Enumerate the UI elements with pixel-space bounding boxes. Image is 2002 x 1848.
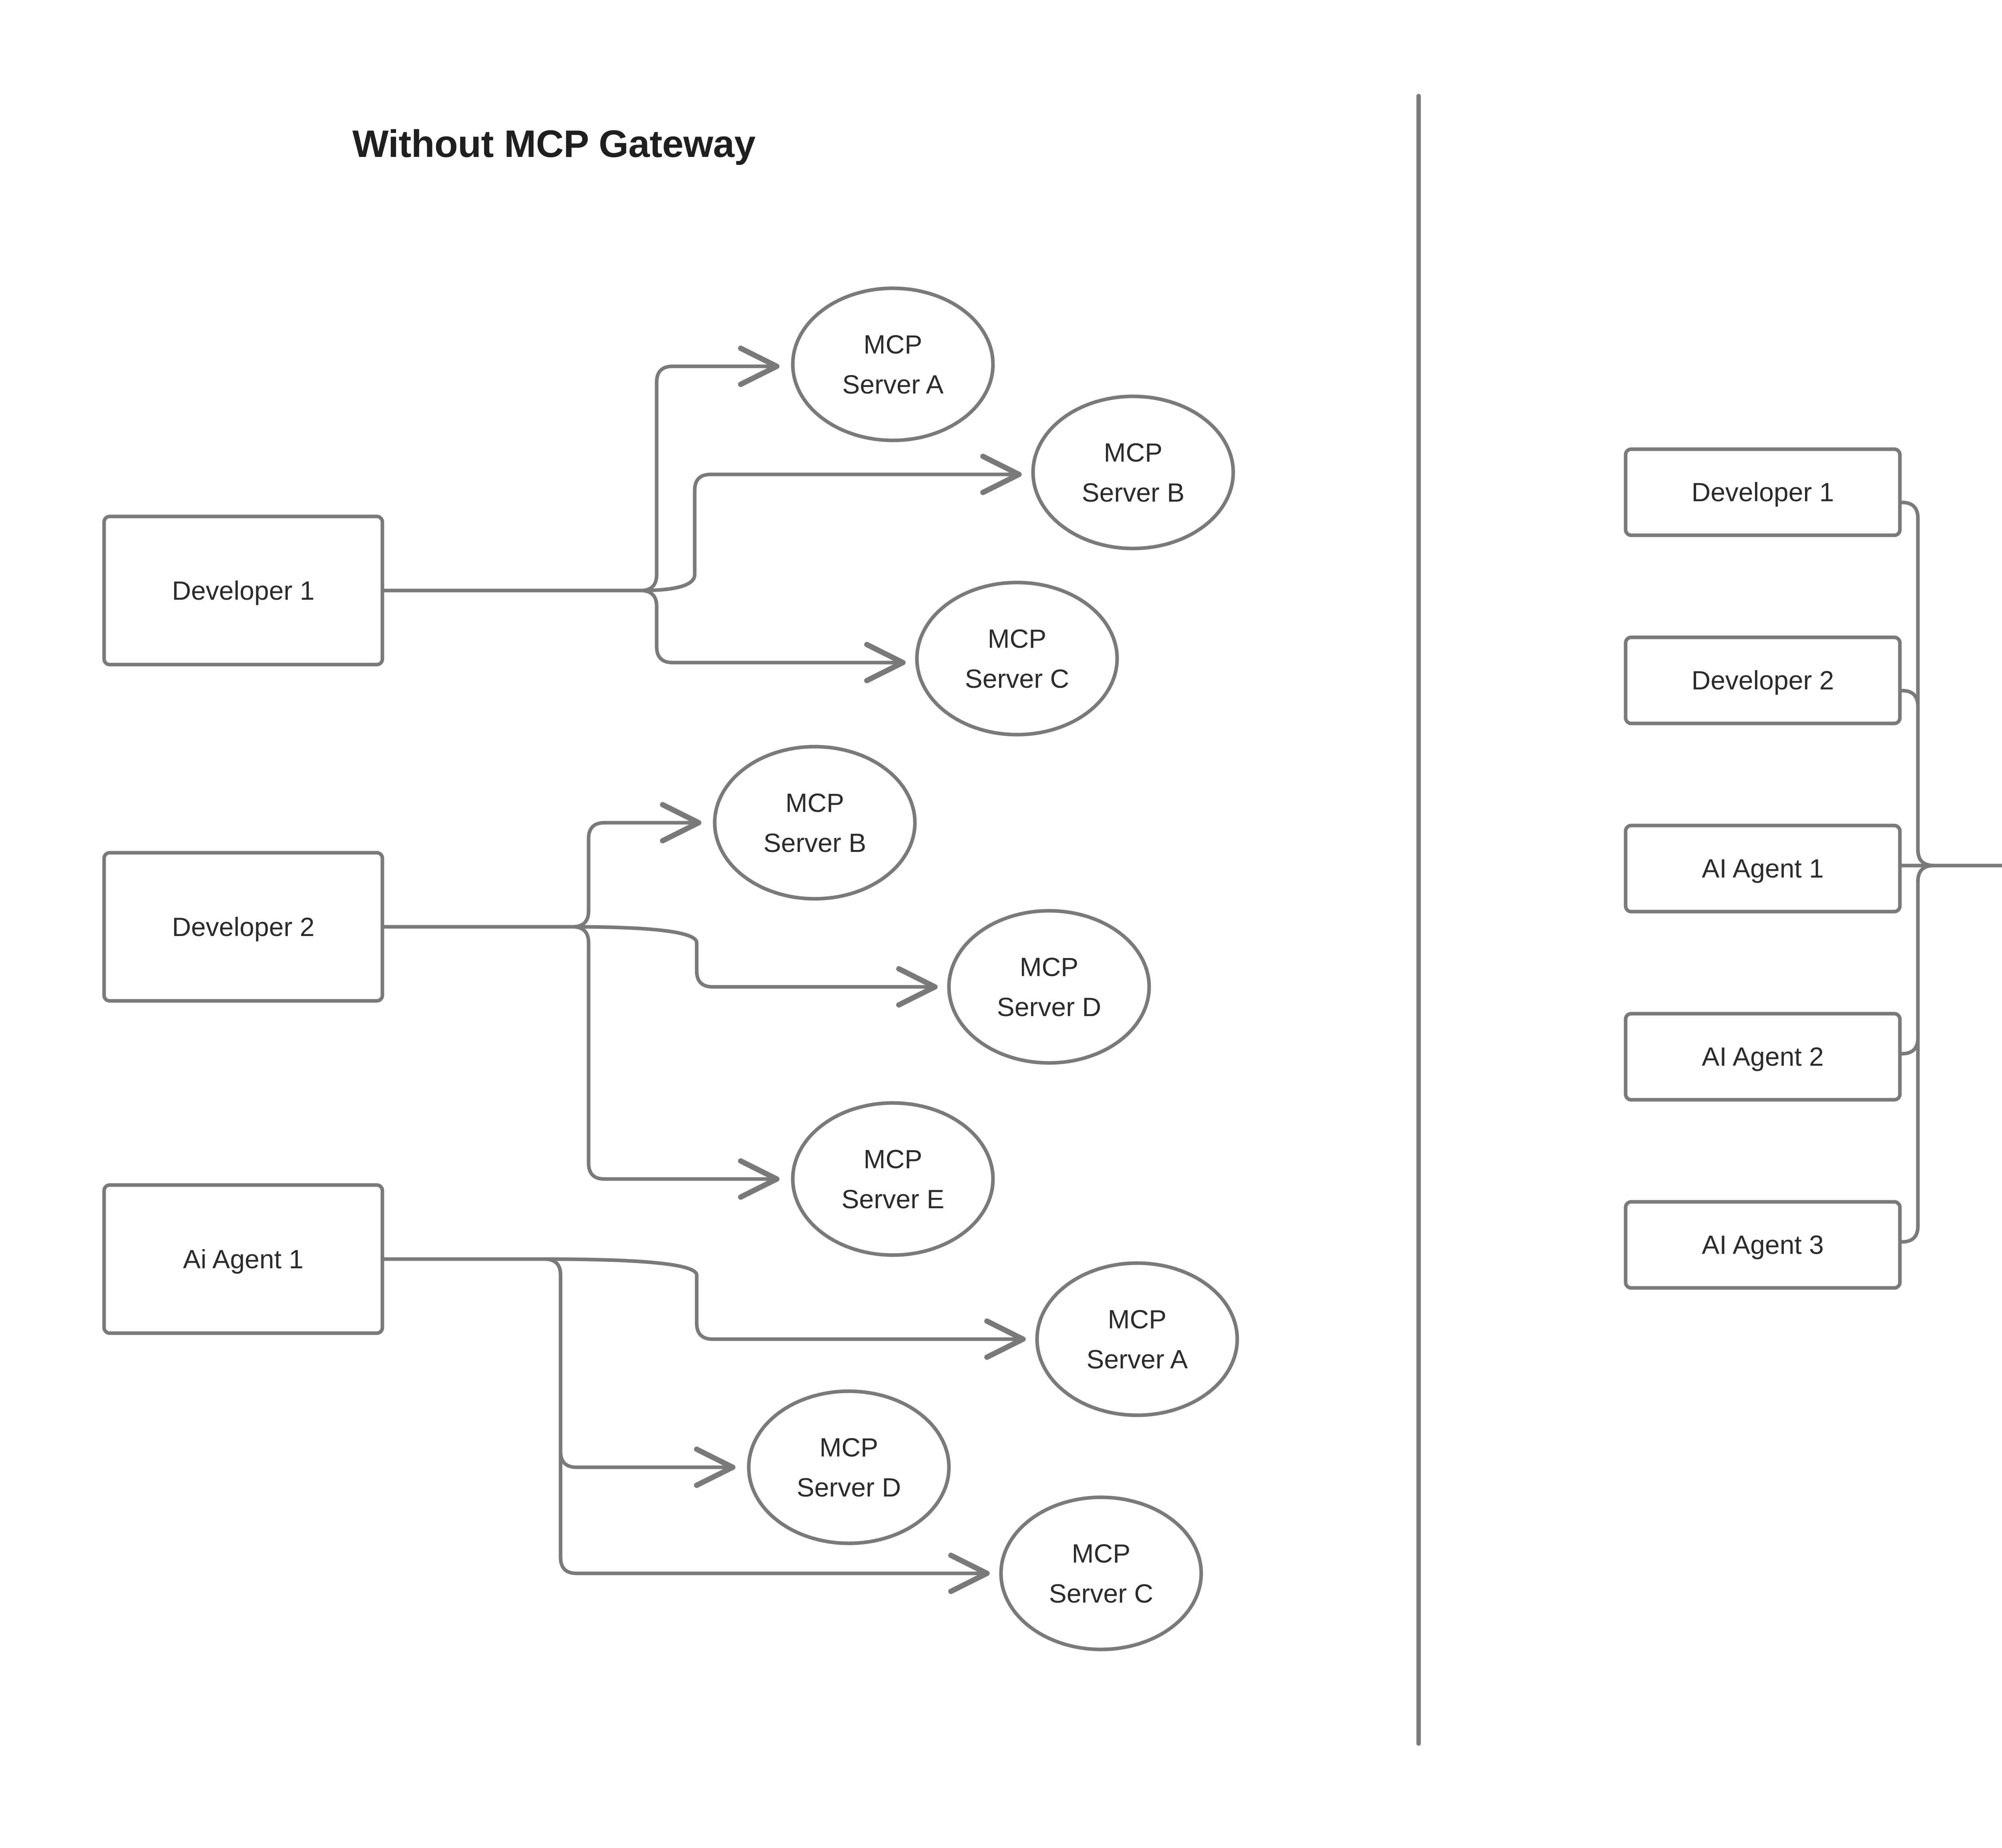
node-ellipse-mcp-server-d-1[interactable]	[947, 909, 1151, 1065]
edge-ai-agent-1-to-mcp-server-a	[543, 1257, 1026, 1360]
node-ellipse-mcp-server-c-1[interactable]	[915, 581, 1119, 737]
node-box-right-developer-1[interactable]	[1624, 447, 1902, 537]
node-ellipse-mcp-server-a-1[interactable]	[791, 286, 995, 442]
edge-ai-agent-1-to-mcp-server-c	[543, 1257, 990, 1594]
edge-developer-2-to-mcp-server-b	[571, 802, 702, 929]
edge-developer-1-to-mcp-server-b	[639, 454, 1022, 593]
node-box-right-ai-agent-1[interactable]	[1624, 824, 1902, 914]
node-ellipse-mcp-server-d-2[interactable]	[747, 1389, 951, 1545]
edge-developer-2-to-mcp-server-d	[571, 925, 938, 1008]
node-ellipse-mcp-server-b-2[interactable]	[713, 745, 917, 901]
node-ellipse-mcp-server-a-2[interactable]	[1035, 1261, 1239, 1417]
node-box-ai-agent-1[interactable]	[102, 1183, 384, 1335]
node-box-developer-2[interactable]	[102, 851, 384, 1003]
node-box-right-ai-agent-3[interactable]	[1624, 1200, 1902, 1290]
left-panel-title: Without MCP Gateway	[352, 123, 756, 165]
edge-ai-agent-1-to-mcp-server-d	[543, 1257, 736, 1488]
node-ellipse-mcp-server-b-1[interactable]	[1031, 394, 1235, 550]
node-ellipse-mcp-server-c-3[interactable]	[999, 1495, 1203, 1651]
node-box-developer-1[interactable]	[102, 514, 384, 667]
edge-developer-1-to-mcp-server-c	[639, 589, 906, 683]
edge-developer-1-to-mcp-server-a	[639, 345, 780, 593]
node-ellipse-mcp-server-e-1[interactable]	[791, 1101, 995, 1257]
node-box-right-developer-2[interactable]	[1624, 635, 1902, 725]
edge-developer-2-to-mcp-server-e	[571, 925, 780, 1200]
edge-right-ai-agent-3-to-gateway	[1898, 864, 1936, 1244]
edge-right-developer-2-to-gateway	[1898, 689, 1936, 868]
node-box-right-ai-agent-2[interactable]	[1624, 1012, 1902, 1102]
